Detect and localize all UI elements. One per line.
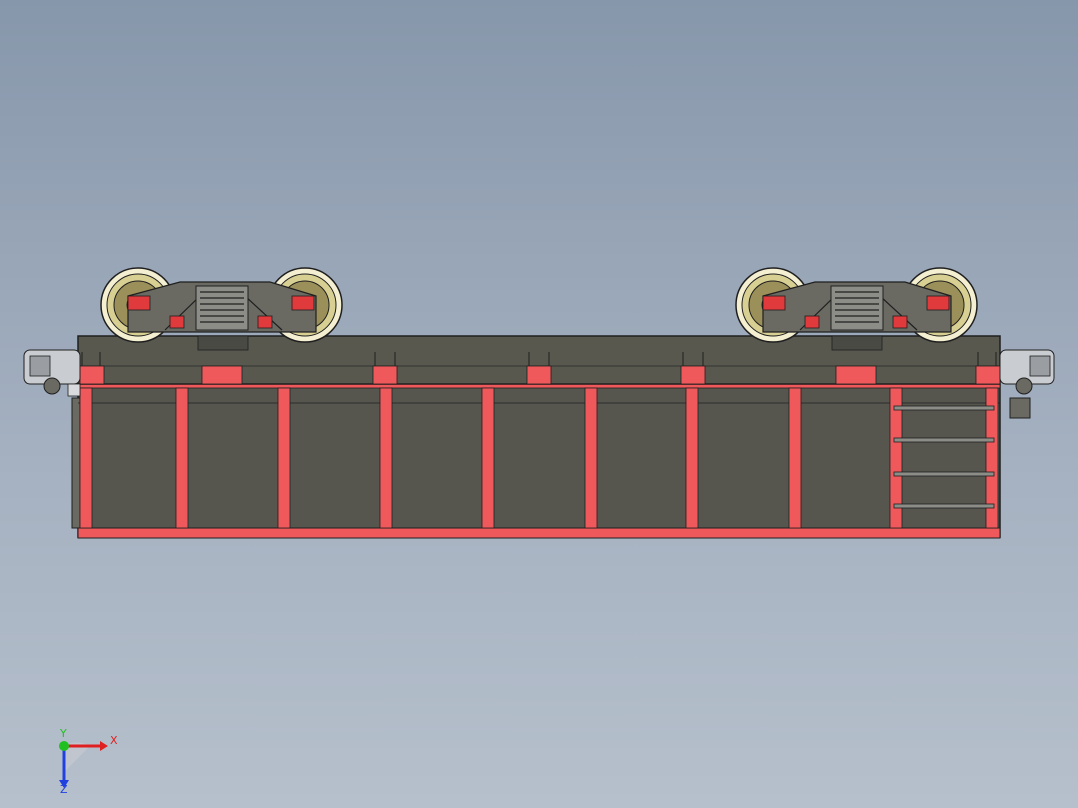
z-axis-arrow bbox=[59, 780, 69, 788]
xyz-axis-icon: X Y Z bbox=[59, 727, 118, 794]
y-axis-label: Y bbox=[59, 727, 67, 740]
z-axis-label: Z bbox=[60, 783, 68, 794]
wagon-body bbox=[71, 383, 1001, 539]
x-axis-arrow bbox=[100, 741, 108, 751]
triad-plane bbox=[64, 742, 90, 772]
y-axis-dot bbox=[59, 741, 69, 751]
bogie-left bbox=[100, 267, 343, 343]
ladder bbox=[893, 405, 995, 509]
coupler-right bbox=[999, 349, 1055, 419]
coupler-left bbox=[23, 349, 81, 397]
railcar-model[interactable] bbox=[23, 267, 1055, 539]
x-axis-label: X bbox=[110, 734, 118, 747]
bogie-right bbox=[735, 267, 978, 343]
underframe bbox=[77, 335, 1001, 385]
